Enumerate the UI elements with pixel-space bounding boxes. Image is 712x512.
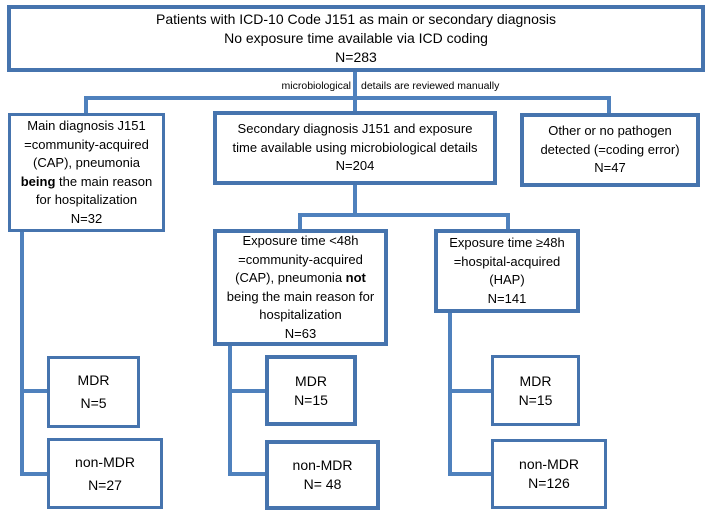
- mdr-hap48-count: N=15: [518, 391, 553, 408]
- box-mdr-cap48: MDR N=15: [265, 355, 357, 426]
- cap48-line2: =community-acquired: [238, 251, 363, 267]
- cap48-count: N=63: [284, 325, 317, 341]
- connector-capmain-nonmdr-elbow: [20, 472, 47, 476]
- cap-main-line1: Main diagnosis J151: [27, 118, 146, 133]
- hap48-line2: =hospital-acquired: [453, 253, 561, 269]
- cap-main-line2: =community-acquired: [24, 136, 149, 152]
- box-cap-main-diagnosis: Main diagnosis J151 =community-acquired …: [8, 113, 165, 232]
- cap-main-bold-word: being: [20, 173, 56, 189]
- connector-stub-cap48: [298, 213, 302, 229]
- mdr-cap48-label: MDR: [295, 372, 327, 389]
- box-nonmdr-cap-main: non-MDR N=27: [47, 438, 163, 509]
- mdr-cap48-count: N=15: [294, 391, 328, 408]
- box-total-patients: Patients with ICD-10 Code J151 as main o…: [7, 5, 705, 72]
- hap48-count: N=141: [487, 290, 527, 306]
- cap48-line4: being the main reason for: [226, 288, 375, 304]
- nonmdr-cap48-label: non-MDR: [292, 457, 353, 473]
- hap48-line3: (HAP): [489, 272, 525, 287]
- cap48-line5: hospitalization: [259, 307, 342, 322]
- cap-main-count: N=32: [70, 210, 103, 226]
- box-mdr-hap48: MDR N=15: [491, 355, 580, 426]
- box-hap-over-48h: Exposure time ≥48h =hospital-acquired (H…: [434, 229, 580, 313]
- box-nonmdr-cap48: non-MDR N= 48: [265, 440, 380, 510]
- review-note-left: microbiological: [281, 80, 351, 92]
- box-coding-error: Other or no pathogen detected (=coding e…: [520, 113, 700, 187]
- cap48-bold-word: not: [345, 270, 366, 285]
- connector-cap48-nonmdr-elbow: [228, 472, 265, 476]
- mdr-cap-main-label: MDR: [77, 372, 110, 388]
- secondary-line1: Secondary diagnosis J151 and exposure: [237, 121, 473, 137]
- nonmdr-hap48-label: non-MDR: [519, 456, 579, 472]
- nonmdr-cap48-count: N= 48: [303, 476, 342, 492]
- connector-level2-horizontal: [84, 96, 611, 100]
- connector-hap48-nonmdr-elbow: [448, 472, 491, 476]
- connector-level3-horizontal: [298, 213, 510, 217]
- connector-top-vertical: [353, 72, 357, 111]
- cap48-line1: Exposure time <48h: [242, 233, 359, 248]
- review-note-right: details are reviewed manually: [361, 80, 500, 92]
- nonmdr-hap48-count: N=126: [528, 475, 570, 491]
- box-secondary-diagnosis: Secondary diagnosis J151 and exposure ti…: [213, 111, 497, 185]
- connector-stub-hap48: [506, 213, 510, 229]
- connector-secondary-vertical: [353, 185, 357, 217]
- box-mdr-cap-main: MDR N=5: [47, 356, 140, 428]
- cap-main-line5: for hospitalization: [35, 192, 138, 207]
- total-patients-line2: No exposure time available via ICD codin…: [224, 30, 488, 46]
- cap48-line3: (CAP), pneumonia not: [235, 269, 366, 288]
- connector-stub-cap-main: [84, 96, 88, 113]
- mdr-cap-main-count: N=5: [80, 395, 107, 411]
- box-cap-under-48h: Exposure time <48h =community-acquired (…: [213, 229, 388, 346]
- cap-main-line3: (CAP), pneumonia: [33, 155, 140, 170]
- connector-capmain-mdr-elbow: [20, 389, 47, 393]
- secondary-line2: time available using microbiological det…: [232, 139, 478, 155]
- nonmdr-cap-main-count: N=27: [88, 476, 122, 493]
- connector-cap48-column: [228, 345, 232, 476]
- connector-capmain-column: [20, 232, 24, 476]
- connector-cap48-mdr-elbow: [228, 389, 265, 393]
- coding-error-line2: detected (=coding error): [540, 141, 680, 157]
- cap-main-line4-rest: the main reason: [55, 173, 153, 189]
- connector-hap48-mdr-elbow: [448, 389, 491, 393]
- coding-error-line1: Other or no pathogen: [548, 123, 672, 139]
- connector-hap48-column: [448, 313, 452, 476]
- secondary-count: N=204: [335, 158, 375, 174]
- box-nonmdr-hap48: non-MDR N=126: [491, 439, 607, 509]
- hap48-line1: Exposure time ≥48h: [449, 235, 565, 250]
- connector-stub-other: [607, 96, 611, 113]
- coding-error-count: N=47: [594, 160, 626, 176]
- total-patients-line1: Patients with ICD-10 Code J151 as main o…: [156, 11, 556, 27]
- total-patients-count: N=283: [335, 49, 377, 65]
- nonmdr-cap-main-label: non-MDR: [75, 453, 135, 470]
- cap-main-line4: being the main reason: [21, 173, 153, 192]
- mdr-hap48-label: MDR: [519, 372, 552, 389]
- cap48-line3-pre: (CAP), pneumonia: [235, 270, 346, 285]
